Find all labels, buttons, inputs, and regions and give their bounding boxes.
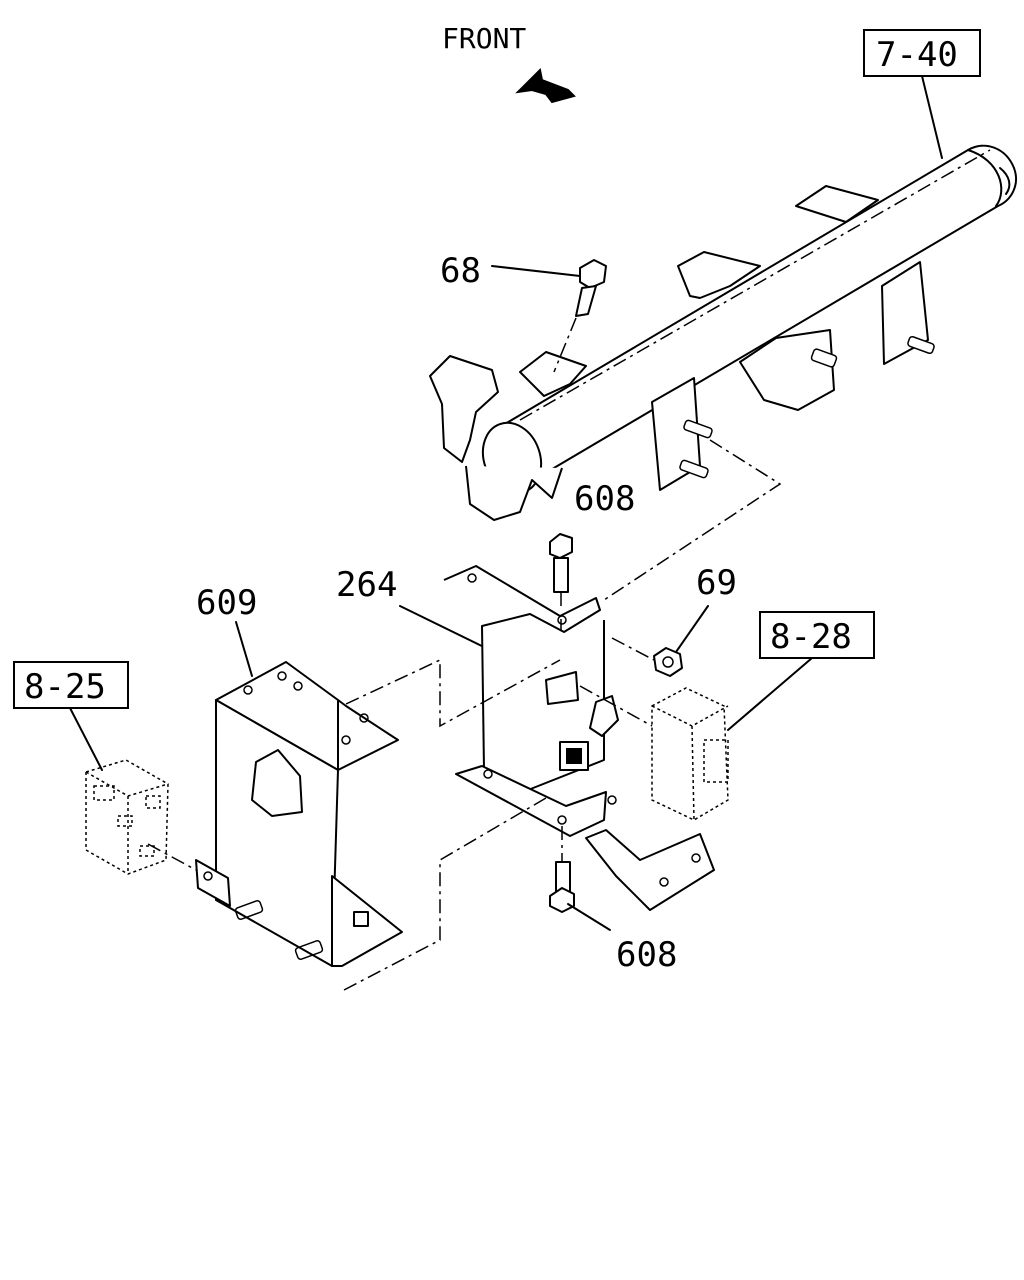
callout-608-top: 608 [574,479,635,519]
ref-box-7-40[interactable]: 7-40 [863,29,981,77]
bolt-608-top[interactable] [549,533,573,630]
leader-7-40 [921,75,943,159]
leader-69 [675,605,709,653]
ref-7-40-label: 7-40 [876,35,958,75]
nut-69[interactable] [611,637,683,677]
callout-264: 264 [336,565,397,605]
relay-unit[interactable] [85,759,197,875]
callout-68: 68 [440,251,481,291]
ref-8-25-label: 8-25 [24,667,106,707]
callout-608-bottom: 608 [616,935,677,975]
front-arrow-icon [515,67,576,104]
ref-8-28-label: 8-28 [770,617,852,657]
leader-608-bottom [567,903,611,931]
ref-box-8-28[interactable]: 8-28 [759,611,875,659]
bolt-68[interactable] [553,259,607,373]
leader-8-28 [727,657,813,731]
control-module[interactable] [579,685,729,821]
bracket-264[interactable] [443,565,715,911]
cross-car-beam [429,144,1017,601]
bracket-609[interactable] [195,658,561,991]
leader-68 [491,265,581,277]
leader-8-25 [69,707,103,771]
front-label: FRONT [442,22,526,55]
leader-609 [235,621,253,677]
callout-609: 609 [196,583,257,623]
leader-264 [399,605,491,651]
ref-box-8-25[interactable]: 8-25 [13,661,129,709]
callout-69: 69 [696,563,737,603]
bolt-608-bottom[interactable] [549,826,575,913]
